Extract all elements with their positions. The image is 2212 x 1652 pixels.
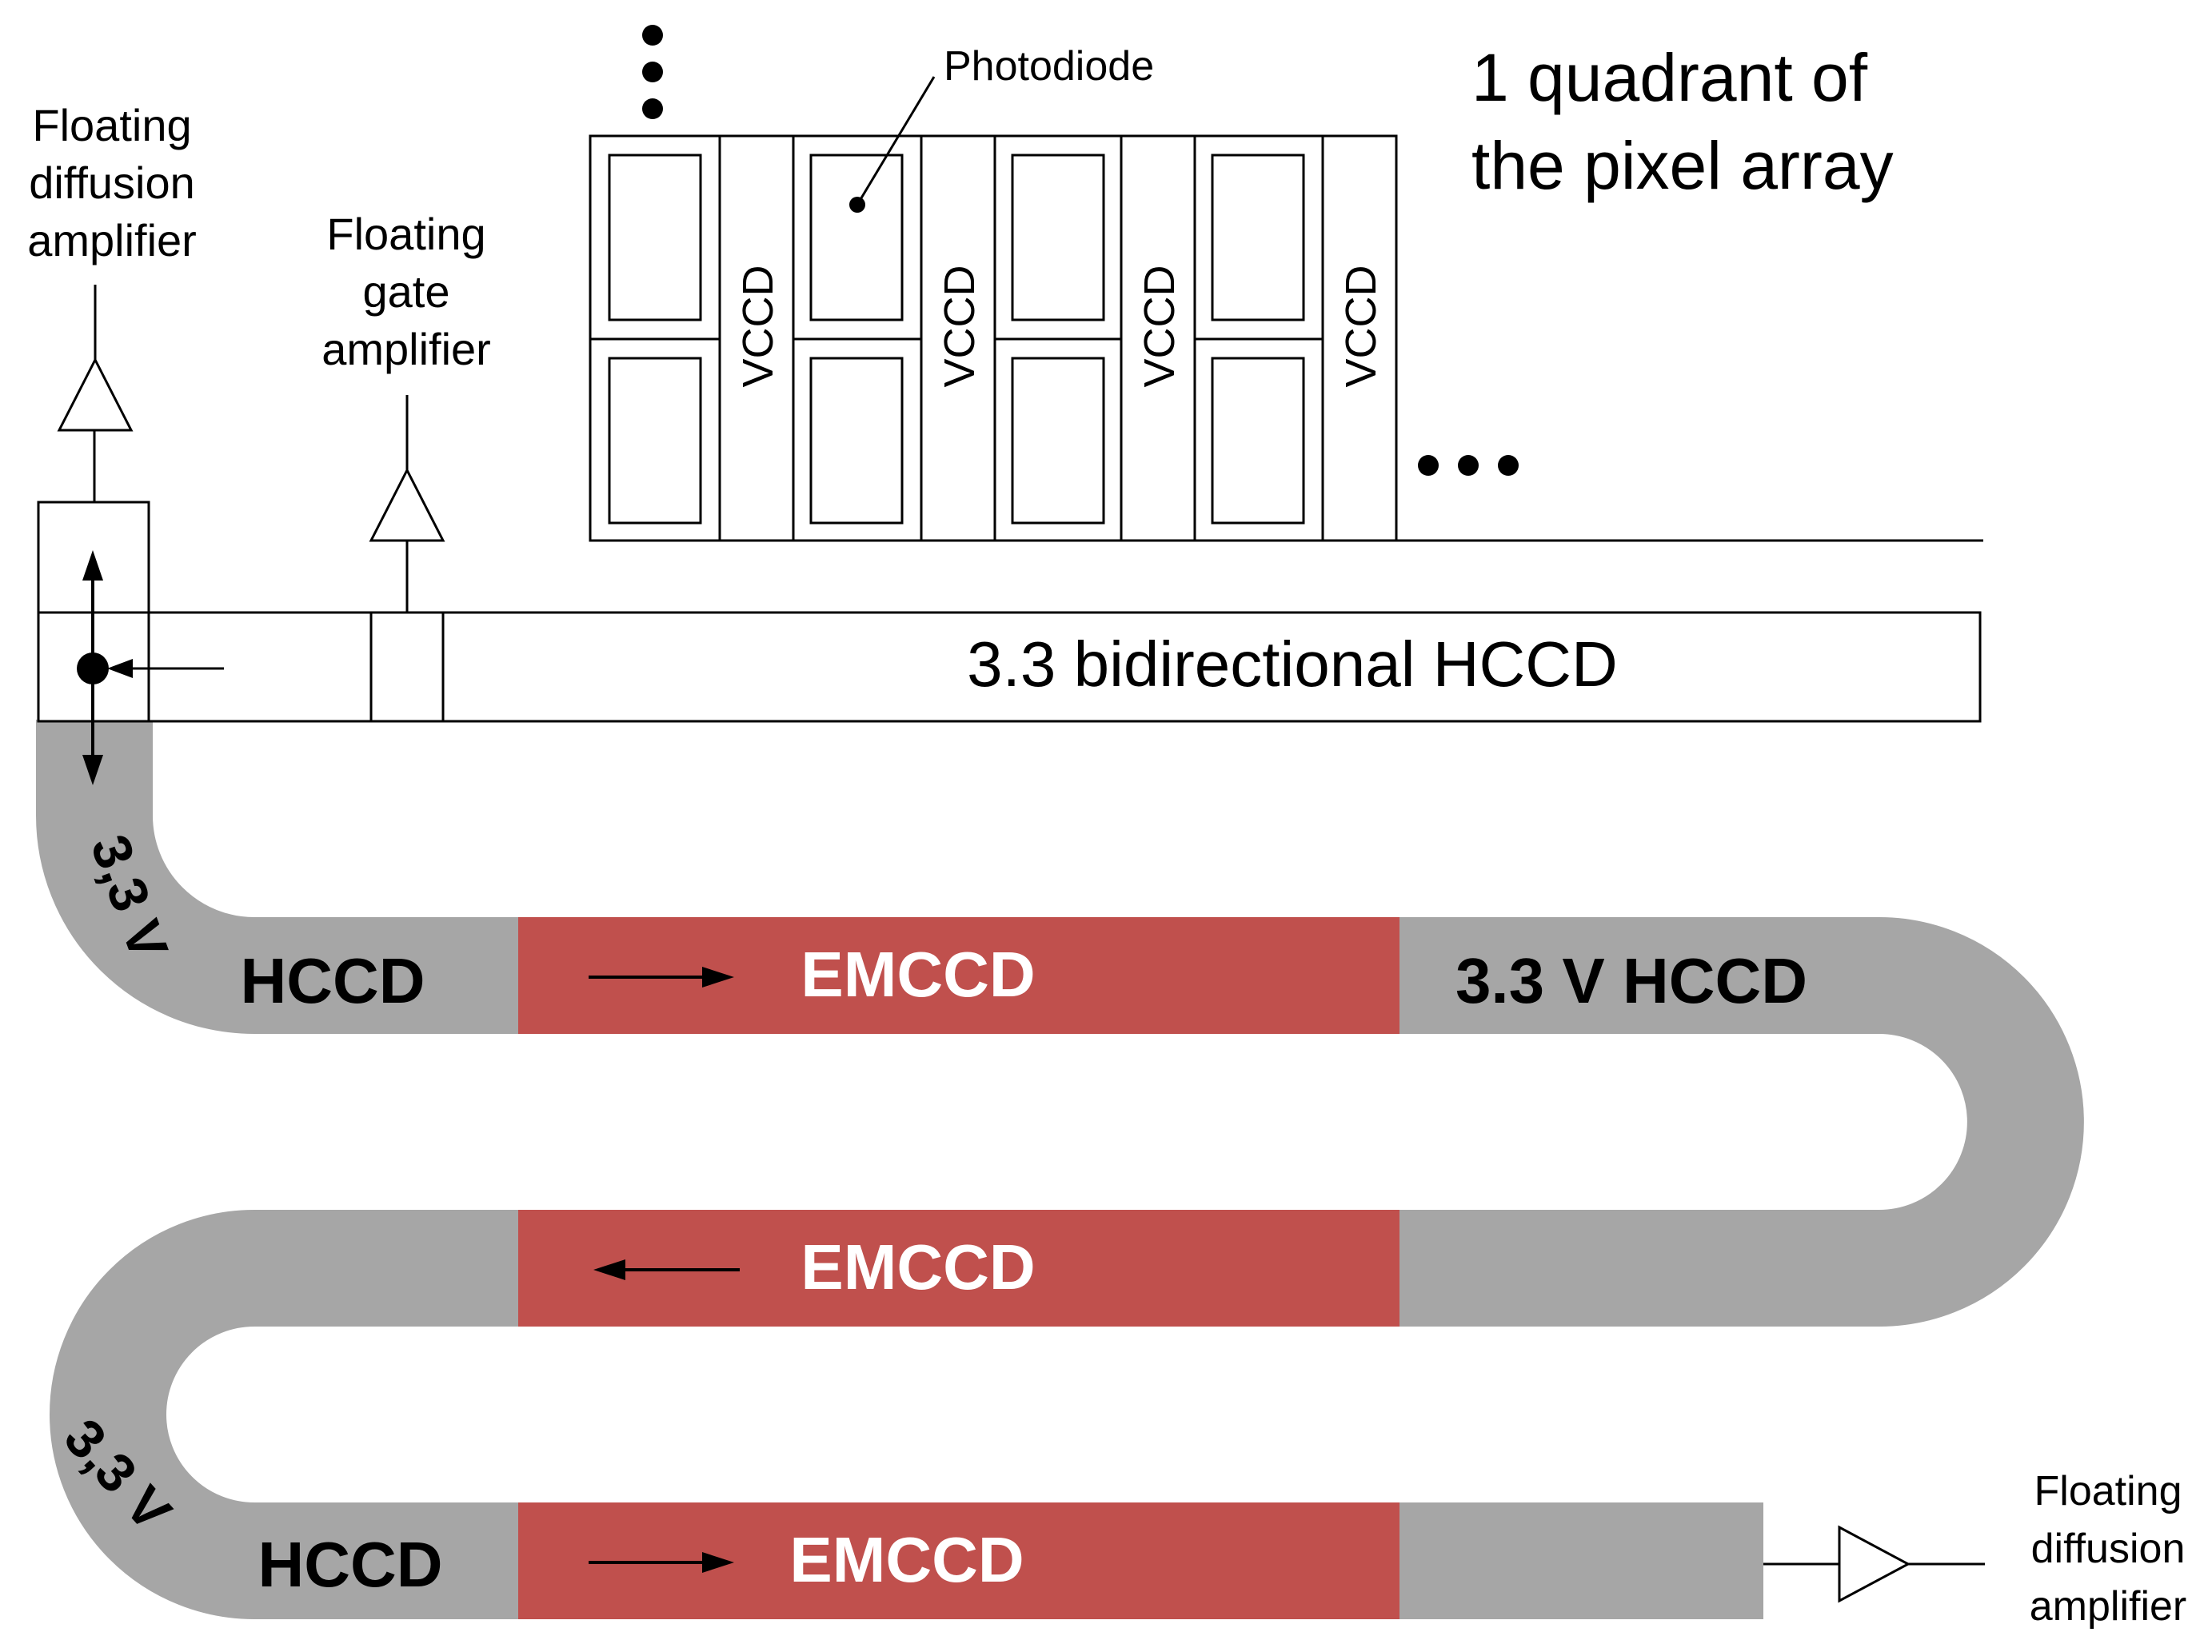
photodiode-cell: [809, 154, 904, 321]
fd-amp-top-line2: diffusion: [29, 158, 195, 208]
vccd-label-3: VCCD: [1136, 265, 1184, 387]
arrow-right-3: [589, 1552, 734, 1573]
photodiode-cell: [1011, 154, 1105, 321]
fg-amp-line3: amplifier: [321, 324, 491, 374]
emccd-label-3: EMCCD: [789, 1524, 1024, 1595]
vccd-column: [718, 134, 795, 542]
fg-amp-line2: gate: [363, 266, 450, 317]
hccd-label-3: HCCD: [258, 1529, 442, 1600]
photodiode-cell: [1011, 357, 1105, 525]
fd-amp-top-line1: Floating: [32, 100, 191, 150]
pixel-array: [589, 134, 1983, 542]
fg-amp-line1: Floating: [326, 209, 485, 259]
fg-amplifier-symbol: [369, 395, 445, 613]
vccd-column: [920, 134, 996, 542]
photodiode-label: Photodiode: [944, 43, 1154, 90]
photodiode-cell: [608, 154, 702, 321]
arrow-right-1: [589, 967, 734, 988]
fd-amplifier-top-symbol: [57, 285, 134, 502]
photodiode-cell: [1211, 154, 1305, 321]
fd-amp-top-line3: amplifier: [27, 215, 197, 265]
hccd-bidirectional-bar: [37, 611, 1982, 723]
vertical-ellipsis: [642, 25, 663, 119]
arrow-left-2: [593, 1259, 740, 1280]
vccd-label-4: VCCD: [1337, 265, 1385, 387]
photodiode-cell: [1211, 357, 1305, 525]
quadrant-label-line1: 1 quadrant of: [1471, 40, 1868, 115]
emccd-label-1: EMCCD: [801, 939, 1035, 1010]
fd-amplifier-bottom-symbol: [1763, 1525, 1985, 1603]
fd-amp-bottom-line3: amplifier: [2030, 1583, 2187, 1630]
arrow-into-node: [107, 659, 224, 678]
photodiode-cell: [809, 357, 904, 525]
photodiode-dot: [849, 197, 865, 213]
quadrant-label-line2: the pixel array: [1471, 128, 1894, 203]
photodiode-cell: [608, 357, 702, 525]
photodiode-leader: [856, 76, 936, 206]
hccd-bidirectional-label: 3.3 bidirectional HCCD: [967, 628, 1618, 700]
vccd-label-1: VCCD: [734, 265, 782, 387]
vccd-column: [1321, 134, 1398, 542]
vccd-column: [1120, 134, 1196, 542]
fd-amp-bottom-line1: Floating: [2034, 1468, 2182, 1514]
serpentine-register: [36, 720, 2084, 1619]
fd-amp-bottom-line2: diffusion: [2031, 1526, 2186, 1572]
emccd-label-2: EMCCD: [801, 1231, 1035, 1303]
arrow-down-from-node: [82, 668, 103, 785]
hccd-label-1: HCCD: [240, 945, 425, 1016]
horizontal-ellipsis: [1418, 455, 1519, 476]
vccd-label-2: VCCD: [936, 265, 984, 387]
hccd-33v-label: 3.3 V HCCD: [1455, 945, 1807, 1016]
arrow-up-from-node: [82, 550, 103, 668]
